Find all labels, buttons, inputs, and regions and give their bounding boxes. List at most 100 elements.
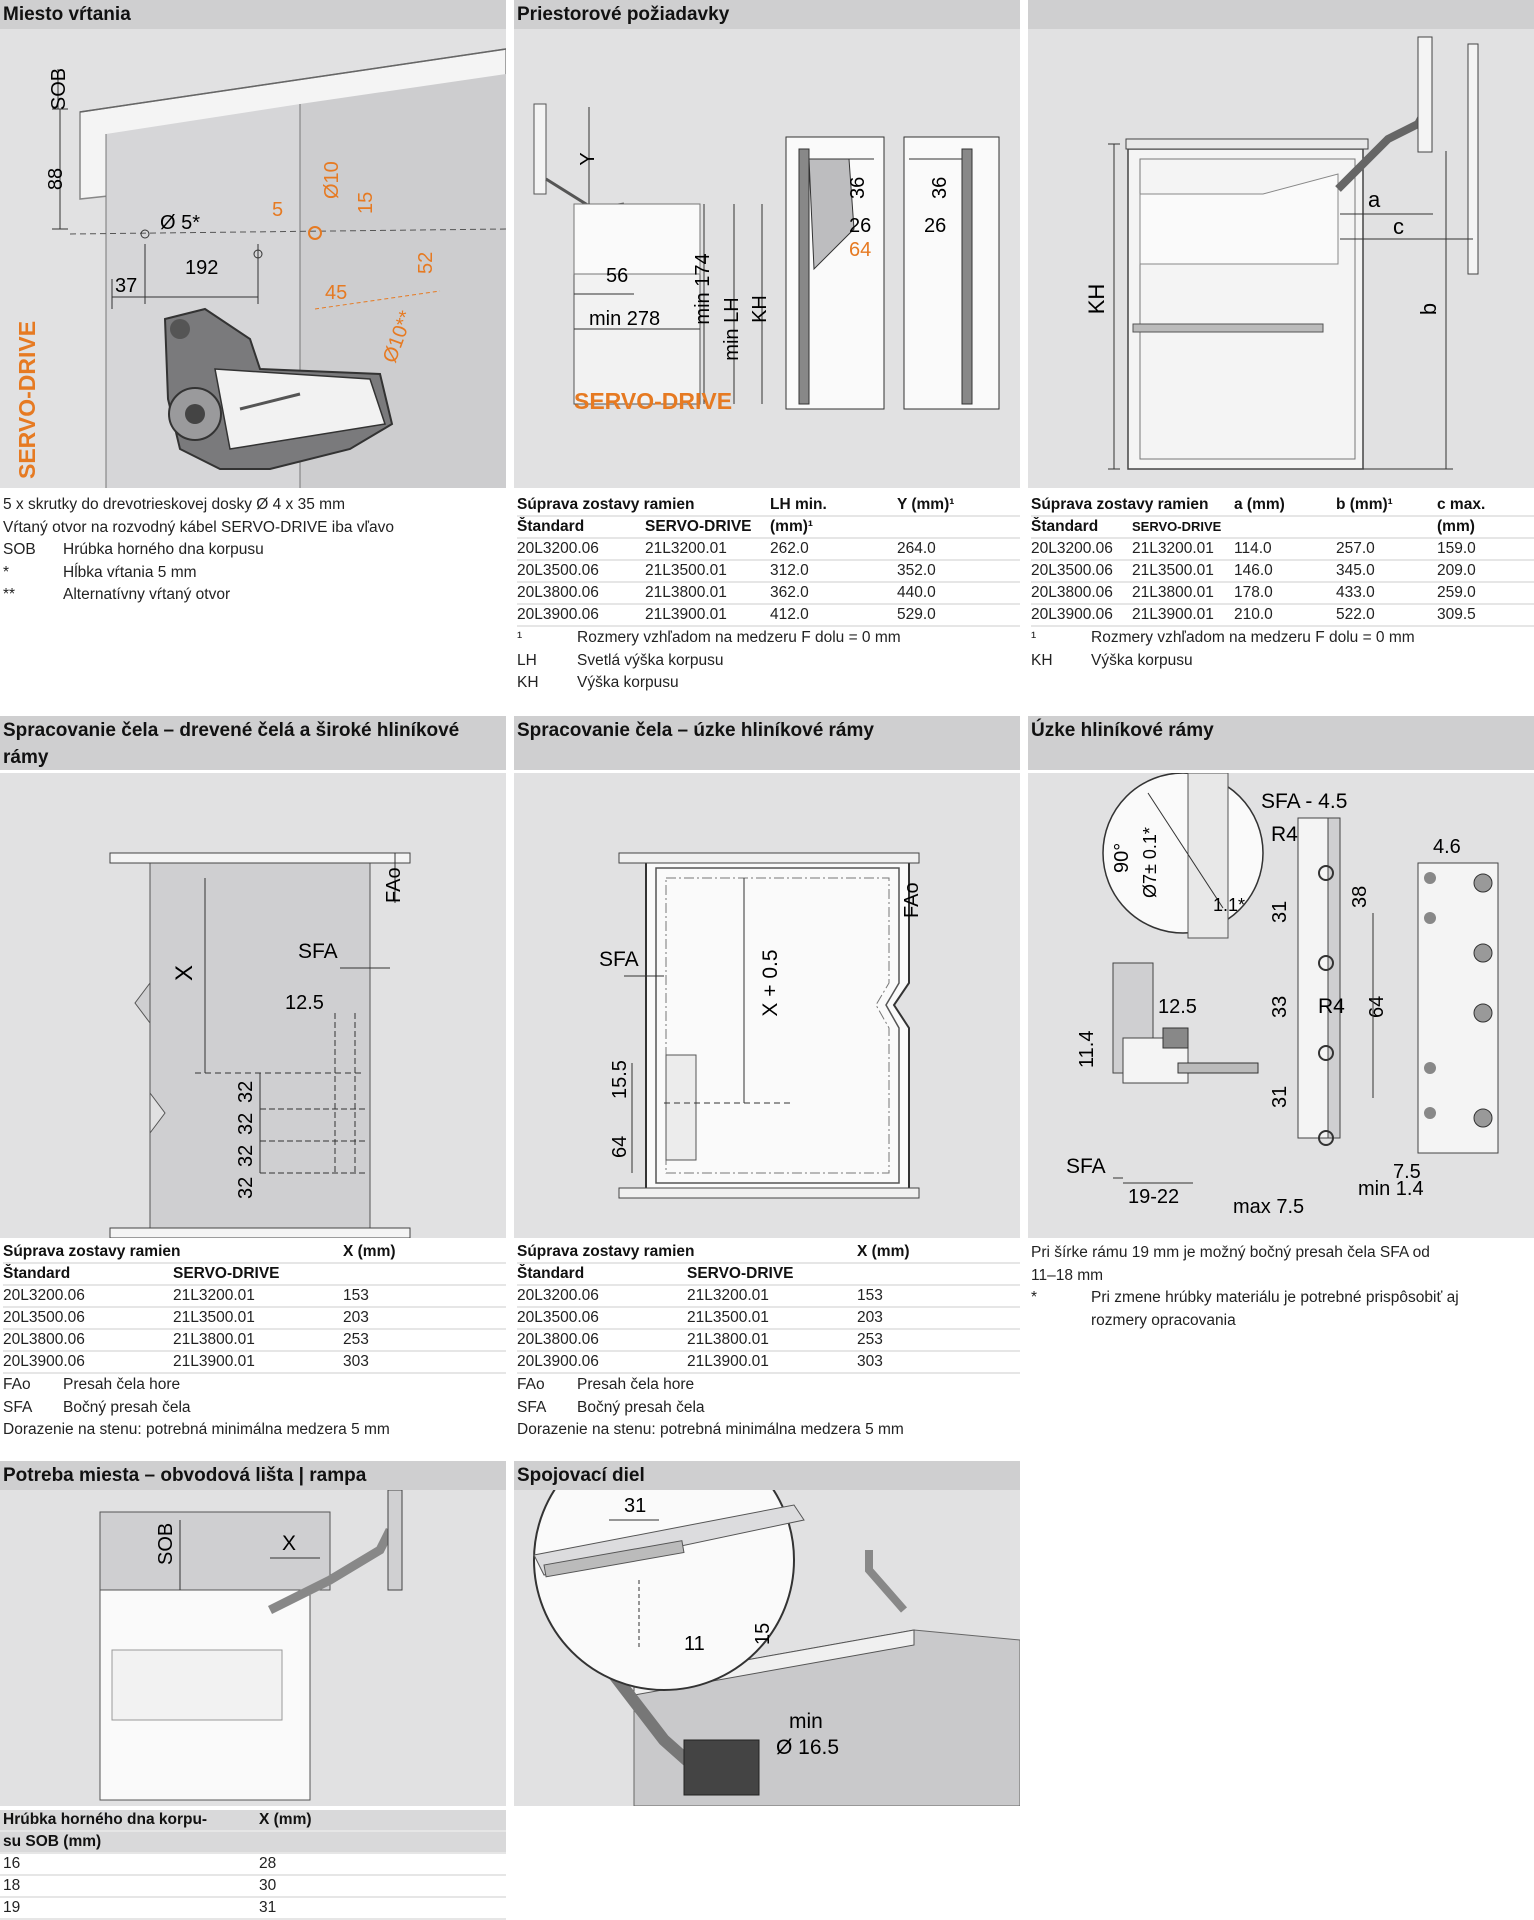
note-item: **Alternatívny vŕtaný otvor xyxy=(3,586,231,603)
section-space-requirements: Priestorové požiadavky Y min 174 min LH … xyxy=(514,0,1020,700)
servo-mechanism-illustration xyxy=(163,307,394,470)
space-figure: Y min 174 min LH KH 56 min 278 SERVO-DRI… xyxy=(514,29,1020,488)
narrow-frames-notes: Pri šírke rámu 19 mm je možný bočný pres… xyxy=(1031,1242,1534,1332)
dim-sfa45: SFA - 4.5 xyxy=(1261,790,1347,813)
servo-drive-vertical-label: SERVO-DRIVE xyxy=(14,321,40,479)
front-narrow-figure: X + 0.5 SFA FAo 15.5 64 xyxy=(514,773,1020,1238)
note-line: Pri šírke rámu 19 mm je možný bočný pres… xyxy=(1031,1244,1430,1261)
dim-125: 12.5 xyxy=(285,992,324,1014)
note-item: *Hĺbka vŕtania 5 mm xyxy=(3,563,197,581)
section-title: Úzke hliníkové rámy xyxy=(1028,716,1534,770)
dim-15: 15 xyxy=(752,1623,774,1645)
section-drilling: Miesto vŕtania SOB 88 Ø 5* 37 192 5 Ø10 … xyxy=(0,0,506,700)
section-title: Priestorové požiadavky xyxy=(514,0,1020,29)
dim-sfa: SFA xyxy=(1066,1155,1106,1178)
dim-d5s: Ø 5* xyxy=(160,212,200,234)
table-header: su SOB (mm) xyxy=(0,1832,506,1854)
dim-d10: Ø10 xyxy=(321,161,343,199)
section-title: Potreba miesta – obvodová lišta | rampa xyxy=(0,1461,506,1490)
dim-32: 32 xyxy=(235,1113,257,1135)
dim-11: 1.1* xyxy=(1213,895,1245,915)
dim-x: X xyxy=(171,965,198,981)
note-item: *Pri zmene hrúbky materiálu je potrebné … xyxy=(1031,1289,1459,1306)
section-title: Miesto vŕtania xyxy=(0,0,506,29)
dim-114: 11.4 xyxy=(1076,1031,1098,1068)
dim-38: 38 xyxy=(1349,886,1371,908)
dim-36b: 36 xyxy=(929,177,951,199)
dim-5: 5 xyxy=(272,199,283,221)
section-title: Spracovanie čela – úzke hliníkové rámy xyxy=(514,716,1020,770)
dim-r4b: R4 xyxy=(1318,995,1345,1018)
dim-64: 64 xyxy=(1366,996,1388,1018)
dim-192: 192 xyxy=(185,257,218,279)
dim-33: 33 xyxy=(1269,996,1291,1018)
dim-d165: Ø 16.5 xyxy=(776,1736,839,1759)
dim-32: 32 xyxy=(235,1177,257,1199)
dim-11: 11 xyxy=(684,1633,705,1655)
sob-label: SOB xyxy=(155,1523,177,1565)
front-wood-figure: X FAo SFA 12.5 32 32 32 32 xyxy=(0,773,506,1238)
drilling-figure: SOB 88 Ø 5* 37 192 5 Ø10 15 45 52 Ø10** … xyxy=(0,29,506,488)
dim-26a: 26 xyxy=(849,215,871,237)
dim-45: 45 xyxy=(325,282,347,304)
note-item: rozmery opracovania xyxy=(1091,1311,1236,1329)
dim-125: 12.5 xyxy=(1158,996,1197,1018)
dim-32: 32 xyxy=(235,1145,257,1167)
section-title: Spracovanie čela – drevené čelá a široké… xyxy=(0,716,506,770)
dim-y: Y xyxy=(577,152,599,165)
dim-c: c xyxy=(1393,214,1404,239)
dim-46: 4.6 xyxy=(1433,836,1461,858)
cabinet-figure: KH a c b xyxy=(1028,29,1534,488)
table-header: Hrúbka horného dna korpu-X (mm) xyxy=(0,1810,506,1832)
dim-min14: min 1.4 xyxy=(1358,1178,1424,1200)
dim-a: a xyxy=(1368,187,1381,212)
dim-37: 37 xyxy=(115,275,137,297)
dim-1922: 19-22 xyxy=(1128,1186,1179,1208)
note-line: Vŕtaný otvor na rozvodný kábel SERVO-DRI… xyxy=(3,518,395,536)
sob-label: SOB xyxy=(48,68,70,110)
note-line: 5 x skrutky do drevotrieskovej dosky Ø 4… xyxy=(3,496,345,513)
dim-fao: FAo xyxy=(901,882,923,918)
footer-note: Dorazenie na stenu: potrebná minimálna m… xyxy=(517,1421,904,1438)
dim-26b: 26 xyxy=(924,215,946,237)
dim-64: 64 xyxy=(609,1136,631,1158)
dim-31b: 31 xyxy=(1269,1086,1291,1108)
dim-64: 64 xyxy=(849,239,871,261)
dim-r4a: R4 xyxy=(1271,823,1298,846)
dim-d7: Ø7± 0.1* xyxy=(1140,827,1160,898)
narrow-frames-figure: 90° Ø7± 0.1* 1.1* SFA - 4.5 R4 31 38 33 … xyxy=(1028,773,1534,1238)
dim-kh: KH xyxy=(1084,284,1109,315)
dim-min174: min 174 xyxy=(692,253,714,324)
dim-min278: min 278 xyxy=(589,308,660,330)
dim-88: 88 xyxy=(45,168,67,190)
